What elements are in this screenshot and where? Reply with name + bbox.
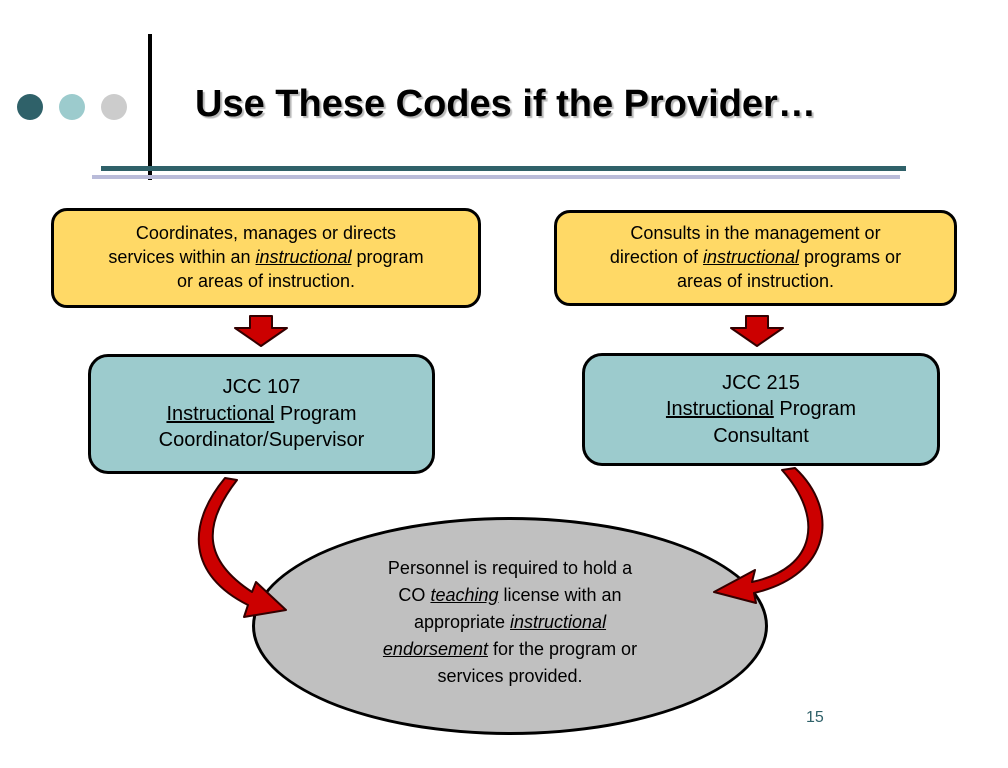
underlined-text: Instructional — [665, 398, 774, 421]
page-number: 15 — [806, 709, 824, 726]
code-box-jcc-215: JCC 215 Instructional Program Consultant — [582, 353, 940, 466]
requirement-ellipse — [252, 517, 768, 735]
condition-box-coordinates: Coordinates, manages or directs services… — [51, 208, 481, 308]
code-text: Program — [773, 398, 857, 421]
emphasis-text: teaching — [430, 585, 499, 605]
title-vertical-divider — [148, 34, 152, 180]
condition-text: programs or — [799, 247, 902, 268]
emphasis-text: instructional — [510, 612, 607, 632]
code-text: Coordinator/Supervisor — [158, 429, 365, 452]
slide-title: Use These Codes if the Provider… — [195, 83, 816, 125]
curved-arrow-right — [713, 467, 824, 604]
requirement-line: Personnel is required to hold a — [387, 558, 633, 578]
requirement-line: license with an — [498, 585, 622, 605]
down-arrow-right — [730, 315, 784, 347]
condition-text: services within an — [108, 247, 256, 268]
emphasis-text: endorsement — [382, 639, 488, 659]
title-underline-dark — [101, 166, 906, 171]
condition-text: Coordinates, manages or directs — [135, 223, 397, 244]
requirement-line: services provided. — [437, 666, 583, 686]
curved-arrow-left — [197, 477, 287, 618]
title-underline-light — [92, 175, 900, 179]
code-text: Program — [274, 402, 357, 425]
emphasis-text: instructional — [255, 247, 352, 268]
requirement-line: for the program or — [488, 639, 638, 659]
down-arrow-left — [234, 315, 288, 347]
decorative-dot-teal — [59, 94, 85, 120]
job-code: JCC 215 — [722, 371, 800, 394]
requirement-text: Personnel is required to hold a CO teach… — [330, 555, 690, 690]
condition-text: program — [351, 247, 424, 268]
requirement-line: CO — [398, 585, 431, 605]
job-code: JCC 107 — [222, 376, 301, 399]
underlined-text: Instructional — [166, 402, 275, 425]
condition-text: or areas of instruction. — [176, 270, 356, 291]
decorative-dot-dark — [17, 94, 43, 120]
requirement-line: appropriate — [413, 612, 511, 632]
condition-box-consults: Consults in the management or direction … — [554, 210, 957, 306]
condition-text: Consults in the management or — [630, 223, 881, 244]
condition-text: areas of instruction. — [676, 270, 835, 291]
code-text: Consultant — [713, 424, 809, 447]
condition-text: direction of — [609, 247, 703, 268]
emphasis-text: instructional — [702, 247, 800, 268]
decorative-dot-gray — [101, 94, 127, 120]
code-box-jcc-107: JCC 107 Instructional Program Coordinato… — [88, 354, 435, 474]
